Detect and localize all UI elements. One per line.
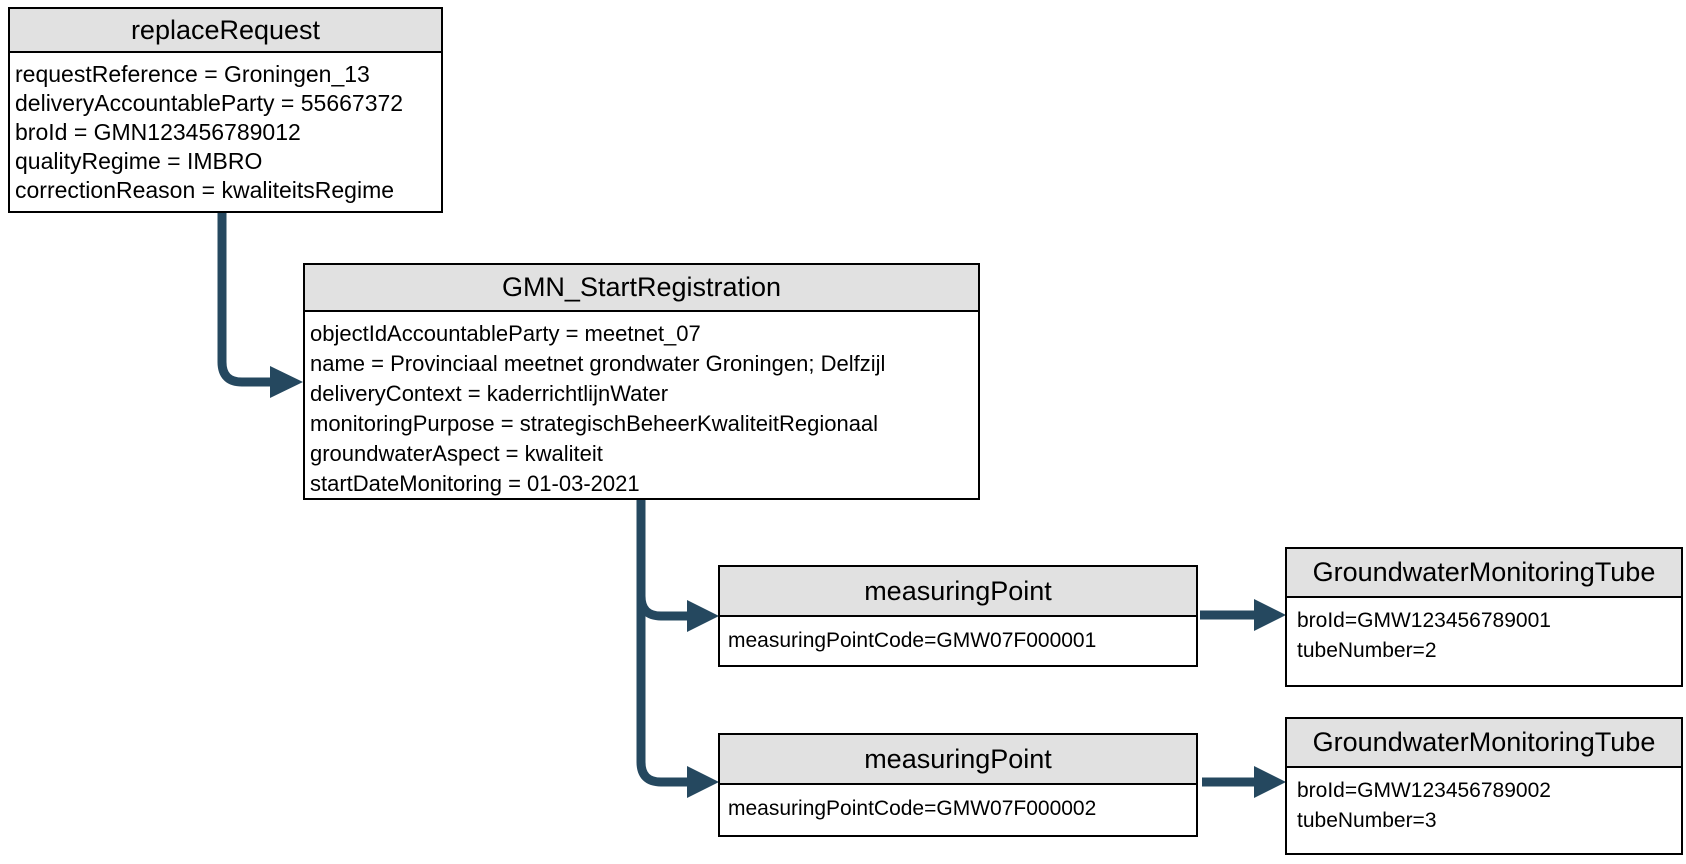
connector-gmn-to-measuring-point-2 — [636, 500, 689, 787]
arrowhead-measuring-point-1-to-tube-1 — [1254, 599, 1286, 631]
node-measuring-point-2: measuringPoint measuringPointCode=GMW07F… — [718, 733, 1198, 837]
arrowhead-gmn-to-measuring-point-1 — [687, 600, 719, 632]
node-replace-request-title: replaceRequest — [10, 9, 441, 53]
node-gmn-start-registration-title: GMN_StartRegistration — [305, 265, 978, 312]
attribute-tube-2-bro-id: broId=GMW123456789002 — [1297, 779, 1551, 802]
attribute-bro-id: broId = GMN123456789012 — [15, 119, 301, 145]
attribute-delivery-context: deliveryContext = kaderrichtlijnWater — [310, 381, 669, 406]
attribute-object-id-accountable-party: objectIdAccountableParty = meetnet_07 — [310, 321, 701, 346]
attribute-monitoring-purpose: monitoringPurpose = strategischBeheerKwa… — [310, 411, 879, 436]
node-gmn-start-registration: GMN_StartRegistration objectIdAccountabl… — [303, 263, 980, 500]
node-groundwater-monitoring-tube-2: GroundwaterMonitoringTube broId=GMW12345… — [1285, 717, 1683, 855]
node-groundwater-monitoring-tube-1-attributes: broId=GMW123456789001 tubeNumber=2 — [1287, 598, 1681, 666]
attribute-request-reference: requestReference = Groningen_13 — [15, 61, 370, 87]
arrowhead-gmn-to-measuring-point-2 — [687, 766, 719, 798]
node-measuring-point-2-attributes: measuringPointCode=GMW07F000002 — [720, 785, 1196, 822]
attribute-measuring-point-code-2: measuringPointCode=GMW07F000002 — [728, 797, 1097, 820]
node-measuring-point-1: measuringPoint measuringPointCode=GMW07F… — [718, 565, 1198, 667]
node-groundwater-monitoring-tube-1: GroundwaterMonitoringTube broId=GMW12345… — [1285, 547, 1683, 687]
attribute-groundwater-aspect: groundwaterAspect = kwaliteit — [310, 441, 603, 466]
attribute-measuring-point-code-1: measuringPointCode=GMW07F000001 — [728, 629, 1097, 652]
attribute-name: name = Provinciaal meetnet grondwater Gr… — [310, 351, 886, 376]
attribute-tube-1-tube-number: tubeNumber=2 — [1297, 639, 1437, 662]
attribute-tube-2-tube-number: tubeNumber=3 — [1297, 809, 1437, 832]
attribute-start-date-monitoring: startDateMonitoring = 01-03-2021 — [310, 471, 640, 496]
arrowhead-replace-to-gmn — [270, 366, 303, 398]
node-groundwater-monitoring-tube-2-attributes: broId=GMW123456789002 tubeNumber=3 — [1287, 768, 1681, 836]
node-replace-request-attributes: requestReference = Groningen_13 delivery… — [10, 53, 441, 205]
connector-replace-to-gmn — [217, 213, 272, 387]
node-measuring-point-1-title: measuringPoint — [720, 567, 1196, 617]
attribute-quality-regime: qualityRegime = IMBRO — [15, 148, 263, 174]
arrowhead-measuring-point-2-to-tube-2 — [1254, 766, 1286, 798]
node-groundwater-monitoring-tube-2-title: GroundwaterMonitoringTube — [1287, 719, 1681, 768]
node-replace-request: replaceRequest requestReference = Gronin… — [8, 7, 443, 213]
node-groundwater-monitoring-tube-1-title: GroundwaterMonitoringTube — [1287, 549, 1681, 598]
attribute-correction-reason: correctionReason = kwaliteitsRegime — [15, 177, 395, 203]
node-measuring-point-2-title: measuringPoint — [720, 735, 1196, 785]
node-measuring-point-1-attributes: measuringPointCode=GMW07F000001 — [720, 617, 1196, 654]
node-gmn-start-registration-attributes: objectIdAccountableParty = meetnet_07 na… — [305, 312, 978, 499]
connector-gmn-to-measuring-point-1 — [636, 500, 689, 621]
attribute-delivery-accountable-party: deliveryAccountableParty = 55667372 — [15, 90, 404, 116]
attribute-tube-1-bro-id: broId=GMW123456789001 — [1297, 609, 1551, 632]
